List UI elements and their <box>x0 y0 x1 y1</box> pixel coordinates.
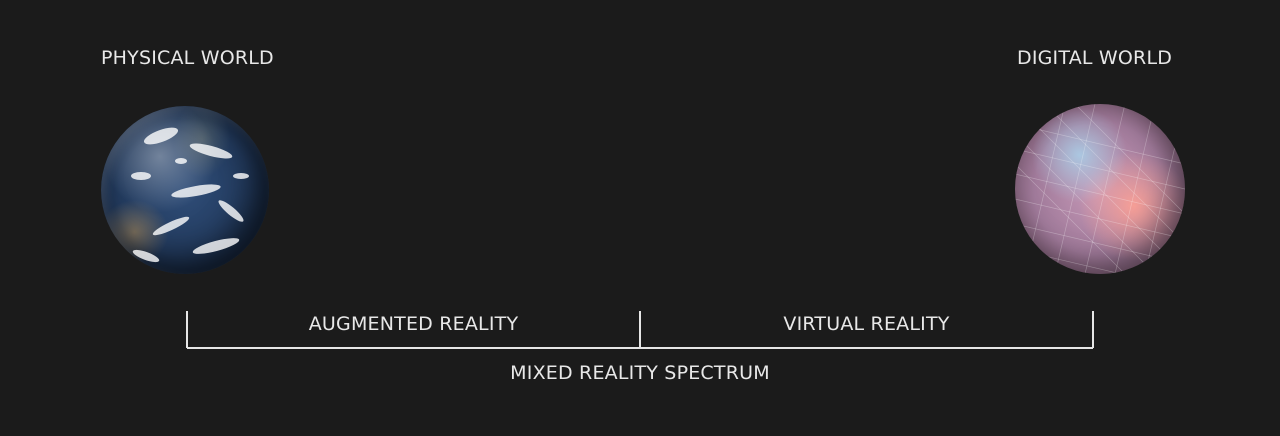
low-poly-sphere-icon <box>1015 104 1185 274</box>
virtual-reality-label: VIRTUAL REALITY <box>783 313 950 335</box>
earth-globe-icon <box>101 106 269 274</box>
mixed-reality-spectrum-label: MIXED REALITY SPECTRUM <box>510 362 770 384</box>
physical-world-label: PHYSICAL WORLD <box>101 47 274 69</box>
digital-world-label: DIGITAL WORLD <box>1017 47 1173 69</box>
augmented-reality-label: AUGMENTED REALITY <box>308 313 519 335</box>
